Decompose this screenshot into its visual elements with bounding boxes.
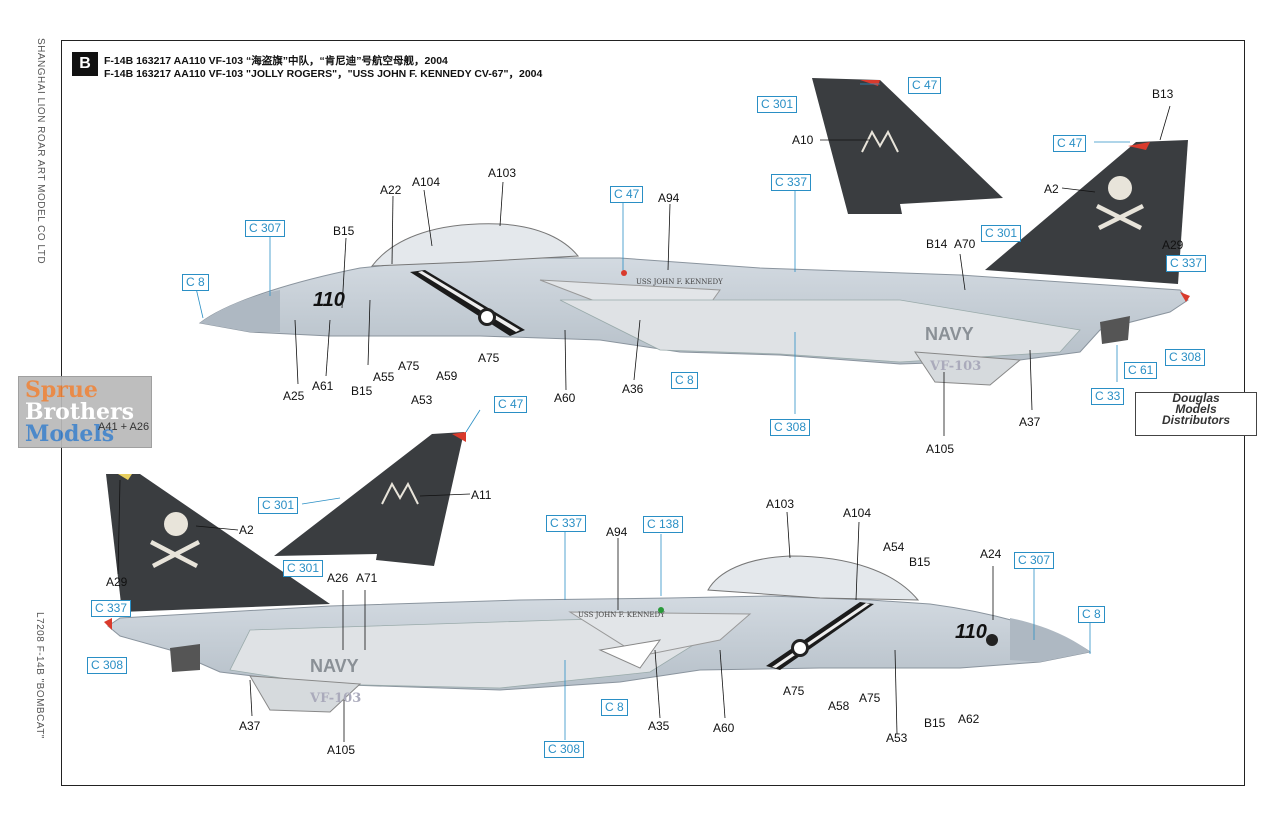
color-callout: C 8 <box>671 372 698 389</box>
part-label: A104 <box>412 175 441 189</box>
part-label: A103 <box>766 497 795 511</box>
callout-leaders <box>195 83 1130 740</box>
part-label: B15 <box>333 224 355 238</box>
part-label: A22 <box>380 183 402 197</box>
part-label: A58 <box>828 699 850 713</box>
color-callout: C 308 <box>1165 349 1206 366</box>
part-label: A29 <box>1162 238 1184 252</box>
part-label: B15 <box>351 384 373 398</box>
svg-text:VF-103: VF-103 <box>309 691 361 706</box>
part-label: A61 <box>312 379 334 393</box>
color-callout: C 337 <box>771 174 812 191</box>
color-callout: C 47 <box>908 77 942 94</box>
color-callout: C 138 <box>643 516 684 533</box>
color-callout: C 308 <box>87 657 128 674</box>
part-label: A59 <box>436 369 458 383</box>
color-callout: C 8 <box>1078 606 1105 623</box>
watermark-word-2: Brothers <box>25 399 134 425</box>
part-leaders <box>117 105 1171 742</box>
color-callout: C 337 <box>546 515 587 532</box>
part-label: A37 <box>1019 415 1041 429</box>
part-label: A60 <box>713 721 735 735</box>
color-callout: C 308 <box>770 419 811 436</box>
part-label: A35 <box>648 719 670 733</box>
part-label: A2 <box>1044 182 1059 196</box>
part-label: B15 <box>909 555 931 569</box>
part-label: B14 <box>926 237 948 251</box>
svg-text:NAVY: NAVY <box>310 656 359 676</box>
part-label: A26 <box>327 571 349 585</box>
color-callout: C 301 <box>757 96 798 113</box>
color-callout: C 47 <box>610 186 644 203</box>
part-label: A70 <box>954 237 976 251</box>
part-label: A36 <box>622 382 644 396</box>
color-callout: C 301 <box>283 560 324 577</box>
color-callout: C 47 <box>494 396 528 413</box>
part-label: A71 <box>356 571 378 585</box>
color-callout: C 33 <box>1091 388 1125 405</box>
part-label: A10 <box>792 133 814 147</box>
part-label: A94 <box>606 525 628 539</box>
part-label: A37 <box>239 719 261 733</box>
part-label: A54 <box>883 540 905 554</box>
part-label: A41 + A26 <box>98 421 150 433</box>
part-label: A2 <box>239 523 254 537</box>
color-callout: C 337 <box>1166 255 1207 272</box>
dmd-word-1: Douglas <box>1172 391 1220 405</box>
watermark-word-1: Sprue <box>25 377 98 403</box>
part-label: A62 <box>958 712 980 726</box>
part-label: A75 <box>478 351 500 365</box>
part-label: A104 <box>843 506 872 520</box>
part-label: A75 <box>859 691 881 705</box>
watermark-word-3: Models <box>25 421 115 447</box>
dmd-watermark: Douglas Models Distributors <box>1135 392 1257 436</box>
svg-text:VF-103: VF-103 <box>929 359 981 374</box>
scheme-title-zh: F-14B 163217 AA110 VF-103 “海盗旗”中队，“肯尼迪”号… <box>104 55 448 67</box>
part-label: A53 <box>411 393 433 407</box>
svg-text:NAVY: NAVY <box>925 324 974 344</box>
part-label: A75 <box>398 359 420 373</box>
part-label: A94 <box>658 191 680 205</box>
bottom-aircraft: 110 NAVY VF-103 USS JOHN F. KENNEDY <box>104 432 1092 713</box>
part-label: A25 <box>283 389 305 403</box>
color-callout: C 47 <box>1053 135 1087 152</box>
scheme-title-en: F-14B 163217 AA110 VF-103 "JOLLY ROGERS"… <box>104 68 543 80</box>
part-label: A24 <box>980 547 1002 561</box>
part-label: B15 <box>924 716 946 730</box>
part-label: A55 <box>373 370 395 384</box>
scheme-badge: B <box>72 52 98 76</box>
color-callout: C 61 <box>1124 362 1158 379</box>
part-label: A11 <box>471 488 492 502</box>
dmd-word-3: Distributors <box>1161 413 1230 427</box>
svg-text:110: 110 <box>955 621 987 643</box>
part-label: B13 <box>1152 87 1174 101</box>
part-label: A60 <box>554 391 576 405</box>
part-label: A103 <box>488 166 517 180</box>
part-label: A105 <box>926 442 955 456</box>
color-callout: C 8 <box>601 699 628 716</box>
part-label: A53 <box>886 731 908 745</box>
color-callout: C 301 <box>258 497 299 514</box>
color-callout: C 307 <box>245 220 286 237</box>
color-callout: C 301 <box>981 225 1022 242</box>
svg-text:110: 110 <box>313 289 345 311</box>
top-aircraft: 110 NAVY VF-103 USS JOHN F. KENNEDY <box>198 78 1190 386</box>
part-label: A29 <box>106 575 128 589</box>
svg-text:USS JOHN F. KENNEDY: USS JOHN F. KENNEDY <box>578 611 665 619</box>
part-label: A75 <box>783 684 805 698</box>
part-label: A105 <box>327 743 356 757</box>
color-callout: C 8 <box>182 274 209 291</box>
svg-text:USS JOHN F. KENNEDY: USS JOHN F. KENNEDY <box>636 278 723 286</box>
dmd-word-2: Models <box>1175 402 1217 416</box>
color-callout: C 307 <box>1014 552 1055 569</box>
sprue-brothers-watermark: Sprue Brothers Models <box>18 376 152 448</box>
color-callout: C 308 <box>544 741 585 758</box>
color-callout: C 337 <box>91 600 132 617</box>
